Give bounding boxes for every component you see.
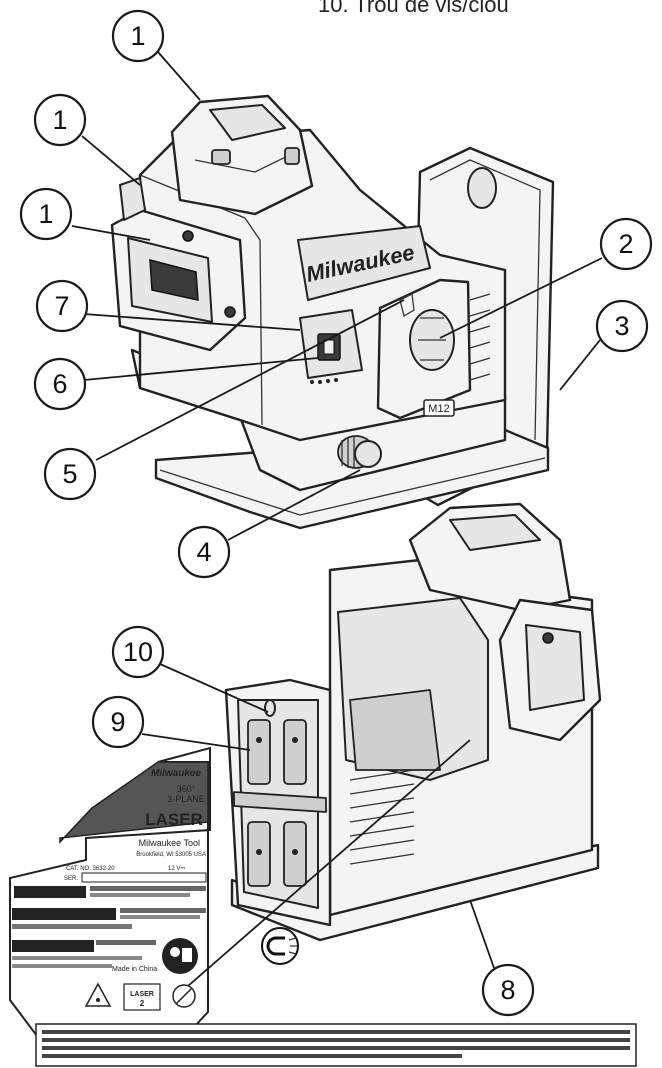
callout: 3 <box>595 299 649 353</box>
caption: 10. Trou de vis/clou <box>318 0 509 17</box>
laser-level-front-view: Milwaukee M12 <box>110 94 555 530</box>
callout-number: 7 <box>54 291 69 321</box>
fine-print-strip <box>35 1023 637 1067</box>
label-product-line2: 3-PLANE <box>167 794 205 804</box>
callout: 1 <box>33 93 87 147</box>
callout-number: 6 <box>52 369 67 399</box>
callout-number: 5 <box>62 459 77 489</box>
label-ser: SER. <box>64 876 78 882</box>
callout-number: 2 <box>618 229 633 259</box>
callout: 6 <box>33 357 87 411</box>
label-maker2: Brookfield, WI 53005 USA <box>136 852 206 858</box>
screw-hole <box>264 699 276 717</box>
callout-number: 4 <box>196 537 211 567</box>
label-brand: Milwaukee <box>151 768 201 779</box>
brand-panel <box>297 225 431 301</box>
label-product-line3: LASER <box>145 810 203 829</box>
callout: 1 <box>111 9 165 63</box>
label-warning: WARNING <box>30 887 74 897</box>
leader-lines <box>71 51 603 987</box>
label-product-line1: 360° <box>177 784 196 794</box>
callout: 9 <box>91 695 145 749</box>
battery-mark: M12 <box>428 403 449 415</box>
label-maker1: Milwaukee Tool <box>139 838 200 848</box>
label-laser-class: LASER <box>130 991 154 998</box>
label-advertencia: ADVERTENCIA <box>24 941 90 951</box>
label-cat-no: CAT. NO. 3632-20 <box>66 866 115 872</box>
label-voltage: 12 V⎓ <box>168 866 185 872</box>
callout: 8 <box>481 963 535 1017</box>
callout: 5 <box>43 447 97 501</box>
callout: 2 <box>599 217 653 271</box>
label-made-in: Made in China <box>112 966 157 973</box>
callout-number: 3 <box>614 311 629 341</box>
laser-level-rear-view <box>224 502 602 965</box>
safety-label: Milwaukee 360° 3-PLANE LASER Milwaukee T… <box>9 746 211 1041</box>
callout-number: 1 <box>130 21 145 51</box>
callout-number: 1 <box>52 105 67 135</box>
callout: 1 <box>19 187 73 241</box>
callout-number: 1 <box>38 199 53 229</box>
read-manual-icon <box>162 938 198 974</box>
callout: 10 <box>111 625 165 679</box>
magnet-icon <box>261 927 299 965</box>
label-laser-class-no: 2 <box>140 999 145 1008</box>
callout-number: 8 <box>500 975 515 1005</box>
laser-warning-icon <box>84 982 112 1007</box>
callout: 4 <box>177 525 231 579</box>
callout-number: 9 <box>110 707 125 737</box>
callout: 7 <box>35 279 89 333</box>
label-avertissement: AVERTISSEMENT <box>24 909 100 919</box>
callout-number: 10 <box>123 637 153 667</box>
